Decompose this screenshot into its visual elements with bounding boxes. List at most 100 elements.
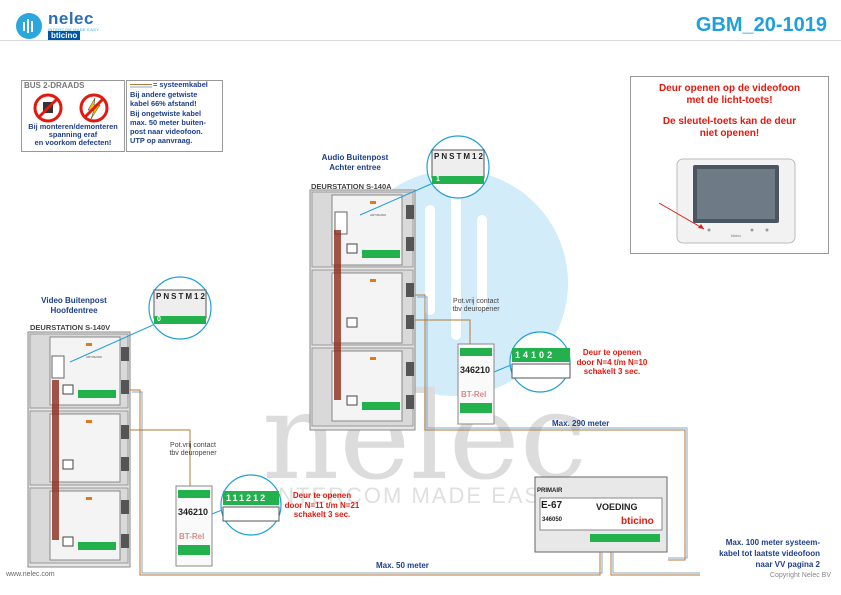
psu-code: E-67 [541, 500, 563, 511]
system-cable-swatch [130, 84, 152, 88]
terminal-label: P [156, 292, 164, 301]
cable-line: post naar videofoon. [130, 127, 203, 137]
bus-title: BUS 2-DRAADS [24, 81, 85, 90]
relay-contact-line: Pot.vrij contact [453, 298, 499, 305]
main-terminal-callout [69, 276, 212, 363]
back-station-model: DEURSTATION S-140A [311, 182, 392, 191]
relay-back-dip-callout [493, 331, 571, 393]
cable-line: kabel 66% afstand! [130, 99, 197, 109]
terminal-label: 1 [472, 152, 479, 161]
dip-digit: 0 [539, 350, 548, 360]
brand-name: nelec [48, 9, 94, 28]
relay-main-name: BT-Rel [179, 532, 205, 541]
relay-back-module [457, 343, 495, 425]
back-station-title-line: Achter entree [329, 162, 381, 172]
terminal-label: T [456, 152, 464, 161]
dip-digit: 4 [523, 350, 532, 360]
relay-main-dip-callout [211, 474, 282, 536]
document-code: GBM_20-1019 [695, 14, 827, 36]
terminal-label: P [434, 152, 442, 161]
relay-note-line: Deur te openen [292, 491, 352, 500]
main-station-title-line: Hoofdentree [50, 305, 98, 315]
note-line: Deur openen op de videofoon [658, 83, 801, 94]
terminal-label: M [185, 292, 195, 301]
no-voltage-icon [79, 93, 109, 123]
bus-warning-line: Bij monteren/demonteren [28, 122, 118, 131]
distance-monitor-line: Max. 100 meter systeem- [725, 538, 820, 547]
dip-digit: 1 [253, 493, 261, 503]
distance-monitor-line: kabel tot laatste videofoon [719, 549, 820, 558]
relay-note-line: Deur te openen [582, 348, 642, 357]
power-supply-unit [534, 476, 668, 553]
cable-legend: = systeemkabel [153, 80, 208, 89]
relay-note-line: schakelt 3 sec. [293, 510, 351, 519]
note-line: De sleutel-toets kan de deur [662, 116, 797, 127]
dip-digit: 1 [515, 350, 524, 360]
partner-logo: bticino [48, 31, 81, 40]
terminal-label: M [463, 152, 473, 161]
back-station-title: Audio Buitenpost Achter entree [305, 153, 405, 172]
distance-back: Max. 290 meter [552, 419, 610, 428]
cable-line: Bij andere getwiste [130, 90, 198, 99]
dip-digit: 1 [232, 493, 240, 503]
bus-warning-line: en voorkom defecten! [34, 138, 112, 147]
terminal-label: T [178, 292, 186, 301]
dip-digit: 2 [547, 350, 556, 360]
distance-main: Max. 50 meter [376, 561, 429, 570]
back-terminal-callout [359, 135, 490, 216]
videophone-icon: bticino [658, 158, 796, 244]
back-station-title-line: Audio Buitenpost [321, 153, 389, 162]
main-station-title: Video Buitenpost Hoofdentree [24, 296, 124, 315]
relay-back-digits: 14102 [515, 350, 555, 360]
dip-digit: 2 [246, 493, 254, 503]
relay-main-code: 346210 [178, 507, 209, 517]
terminal-label: S [449, 152, 457, 161]
main-door-station [27, 331, 131, 568]
system-cables [130, 294, 700, 576]
relay-main-digits: 111212 [226, 493, 267, 503]
relay-contact-line: tbv deuropener [452, 306, 500, 313]
cable-line: Bij ongetwiste kabel [130, 108, 202, 118]
back-terminal-labels: PNSTM12 [434, 152, 484, 161]
back-door-station [309, 189, 416, 431]
terminal-label: 1 [194, 292, 201, 301]
cable-line: UTP op aanvraag. [130, 136, 193, 146]
relay-main-module [175, 485, 213, 567]
bus-warning-line: spanning eraf [48, 130, 98, 139]
terminal-label: 2 [478, 152, 485, 161]
terminal-label: N [163, 292, 172, 301]
psu-part: 346050 [542, 517, 563, 523]
relay-note-line: schakelt 3 sec. [583, 367, 641, 376]
note-line: niet openen! [699, 128, 760, 139]
videophone-note-box: Deur openen op de videofoon met de licht… [630, 76, 829, 254]
brand-tagline: INTERCOM MADE EASY [48, 27, 100, 32]
relay-back-contact: Pot.vrij contact tbv deuropener [441, 298, 511, 314]
distance-monitor-line: naar VV pagina 2 [755, 560, 820, 569]
relay-main-note: Deur te openen door N=11 t/m N=21 schake… [272, 491, 372, 520]
relay-back-note: Deur te openen door N=4 t/m N=10 schakel… [562, 348, 662, 377]
relay-note-line: door N=11 t/m N=21 [284, 500, 360, 510]
no-power-icons [33, 93, 109, 123]
main-module-code: ART352000 [86, 355, 102, 359]
cable-info-box: = systeemkabel Bij andere getwiste kabel… [126, 80, 223, 152]
footer-url: www.nelec.com [6, 571, 55, 578]
terminal-label: S [171, 292, 179, 301]
dip-digit: 1 [239, 493, 247, 503]
back-module-code: ART352000 [370, 213, 386, 217]
relay-note-line: door N=4 t/m N=10 [576, 357, 648, 367]
watermark-tagline: INTERCOM MADE EASY [270, 483, 558, 508]
back-address: 1 [436, 176, 440, 183]
header-divider [0, 40, 841, 41]
footer-copyright: Copyright Nelec BV [769, 572, 831, 579]
logo-bars-icon [23, 19, 33, 33]
cable-line: max. 50 meter buiten- [130, 117, 206, 127]
psu-primair: PRIMAIR [537, 488, 563, 494]
main-station-model: DEURSTATION S-140V [30, 323, 111, 332]
bus-warning-box: BUS 2-DRAADS Bij monteren/demonteren spa… [21, 80, 125, 152]
main-terminal-labels: PNSTM12 [156, 292, 206, 301]
terminal-label: 2 [200, 292, 207, 301]
dip-digit: 1 [226, 493, 233, 503]
distance-monitor: Max. 100 meter systeem- kabel tot laatst… [690, 537, 820, 570]
monitor-brand: bticino [731, 234, 741, 238]
